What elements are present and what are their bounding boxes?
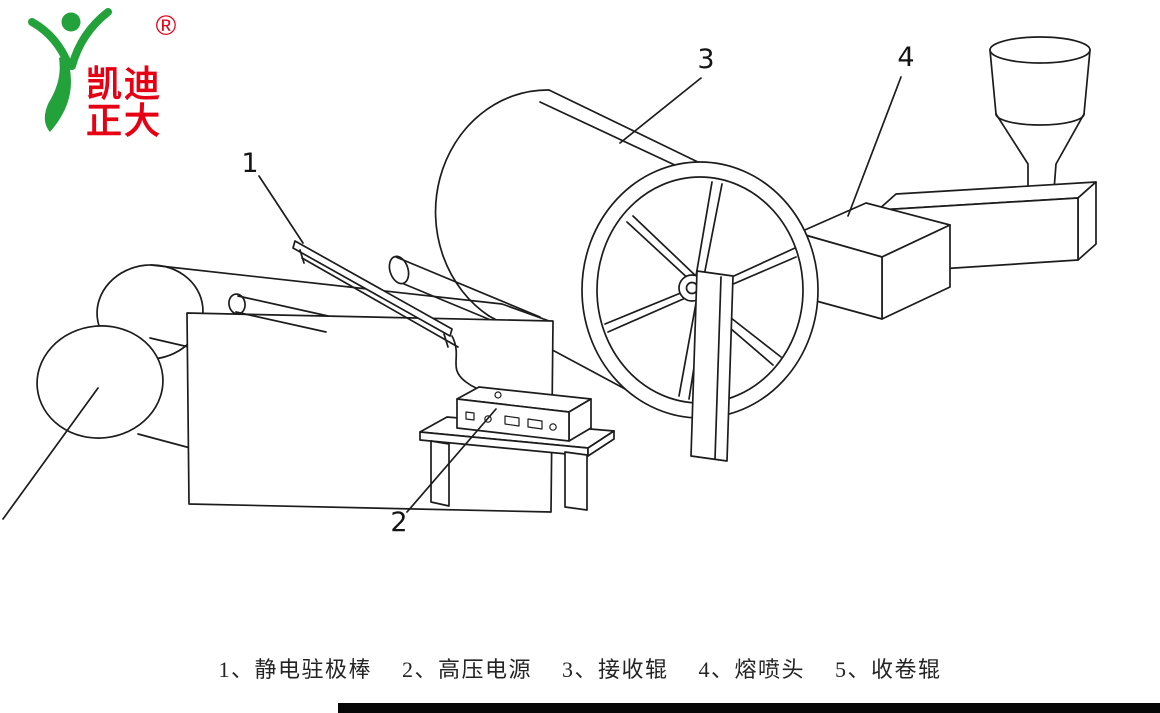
psu-port-b [527,418,543,430]
drum-top-inner-line [539,101,695,175]
hopper-bottom-arc [995,113,1085,126]
rod-bar [292,240,453,337]
footer-black-bar [338,703,1160,713]
receiving-roller-drum [434,89,819,462]
caption-item-2: 2、高压电源 [401,657,532,682]
hopper-left-wall [989,49,997,115]
logo-text-line1: 凯迪 [86,63,162,104]
leader-line-1 [258,175,304,244]
belt-back-edge [150,264,553,323]
label-1-electrostatic-rod: 1 [241,148,258,179]
spoke-lower-left [604,289,691,333]
registered-trademark-icon: ® [156,10,177,41]
winding-roller-leader-line [2,387,99,520]
hopper-funnel-right [1053,113,1085,191]
winding-conveyor [2,255,554,520]
psu-switch [465,411,475,421]
stand-right-leg [564,451,588,511]
leader-line-4 [847,76,902,217]
melt-blown-head [797,202,951,320]
nip-roller-cap [228,293,246,315]
caption-item-4: 4、熔喷头 [698,657,806,682]
drum-top-silhouette [548,89,703,165]
figure-head [61,12,81,32]
rod-feet [299,249,449,348]
stand-right-edge [587,430,615,457]
company-logo: 凯迪 正大 ® [28,8,177,140]
spoke-upper-left [626,215,699,283]
psu-front-controls [465,391,557,431]
drum-support-plate [690,270,734,462]
drum-back-arc [434,89,550,317]
high-voltage-power-supply [456,386,592,442]
figure-caption: 1、静电驻极棒 2、高压电源 3、接收辊 4、熔喷头 5、收卷辊 [0,652,1160,684]
rod-holder-bar [301,257,459,348]
label-3-receiving-roller: 3 [697,44,714,75]
caption-item-5: 5、收卷辊 [835,657,942,682]
logo-text-line2: 正大 [86,100,162,140]
psu-port-a [504,415,520,427]
nip-roller [235,295,329,333]
leader-line-2 [406,408,497,513]
drum-support-plate-edge [714,276,722,460]
hopper [989,36,1091,191]
caption-item-1: 1、静电驻极棒 [218,657,372,682]
leader-lines [258,76,902,513]
psu-knob-right [549,423,557,431]
psu-knob-left [484,415,492,423]
figure-body [44,54,71,132]
winding-roller [36,325,164,439]
psu-front-face [456,398,570,442]
electrostatic-rod [292,240,459,348]
label-4-melt-head: 4 [897,42,914,73]
logo-figure [28,8,112,132]
spoke-up [695,181,723,277]
hopper-rim [989,36,1091,64]
belt-end-roller-cap [388,255,410,285]
caption-item-3: 3、接收辊 [561,657,669,682]
label-2-power-supply: 2 [390,507,407,538]
hopper-right-wall [1083,49,1091,115]
leader-line-3 [619,77,702,144]
psu-cable-terminal [494,391,502,399]
hopper-funnel-left [995,113,1029,191]
figure-right-arm [68,8,112,70]
